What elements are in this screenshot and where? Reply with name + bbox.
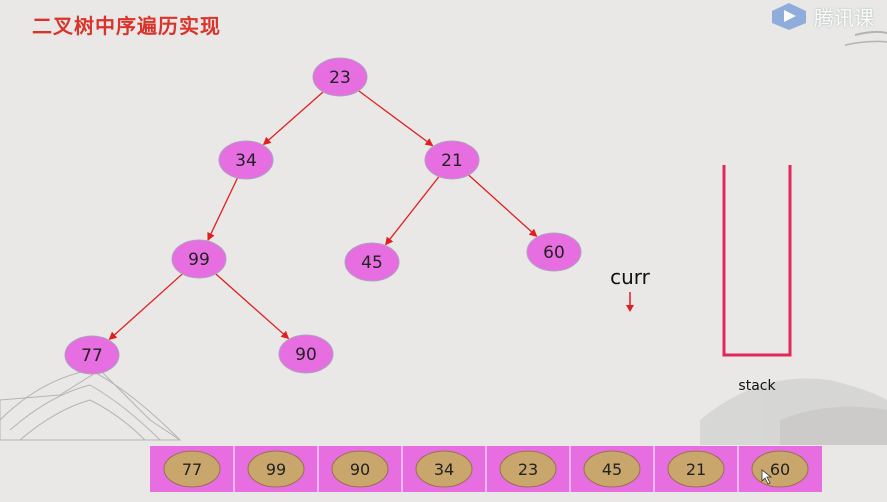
tree-node-shape xyxy=(278,334,334,374)
watermark-text: 腾讯课 xyxy=(814,5,874,30)
result-cell-77: 77 xyxy=(163,450,221,488)
result-cell-value: 23 xyxy=(518,460,538,479)
result-cell-oval xyxy=(247,450,305,488)
tree-node-23: 23 xyxy=(312,57,368,97)
result-cell-21: 21 xyxy=(653,446,725,492)
tree-edge-23-21 xyxy=(358,90,434,147)
tree-node-shape xyxy=(526,232,582,272)
tree-node-label: 45 xyxy=(361,253,383,273)
result-cell-45: 45 xyxy=(569,446,641,492)
result-cell-90: 90 xyxy=(317,446,389,492)
tree-node-21: 21 xyxy=(424,140,480,180)
result-cell-value: 90 xyxy=(350,460,370,479)
result-cell-value: 99 xyxy=(266,460,286,479)
tree-node-shape xyxy=(218,140,274,180)
tree-node-label: 77 xyxy=(81,346,103,366)
play-logo-icon xyxy=(772,3,806,30)
result-cell-value: 21 xyxy=(686,460,706,479)
tree-node-shape xyxy=(312,57,368,97)
tree-node-label: 21 xyxy=(441,151,463,171)
page-title: 二叉树中序遍历实现 xyxy=(32,14,221,38)
result-cell-99: 99 xyxy=(233,446,305,492)
tree-edge-21-60 xyxy=(468,174,538,238)
tree-edge-99-90 xyxy=(215,273,290,340)
curr-label: curr xyxy=(610,265,651,289)
tree-node-60: 60 xyxy=(526,232,582,272)
tree-edge-99-77 xyxy=(108,273,183,341)
result-cell-oval xyxy=(163,450,221,488)
result-cell-value: 60 xyxy=(770,460,790,479)
tree-node-shape xyxy=(424,140,480,180)
background-mountains xyxy=(0,30,887,445)
tree-nodes: 23 34 21 99 45 60 77 90 xyxy=(64,57,582,375)
tree-node-label: 90 xyxy=(295,345,317,365)
result-cell-oval xyxy=(499,450,557,488)
tree-node-shape xyxy=(171,239,227,279)
tree-node-99: 99 xyxy=(171,239,227,279)
tree-edges xyxy=(108,90,538,341)
traversal-result-bar: 77 99 90 34 23 45 21 60 xyxy=(150,446,822,492)
tree-node-shape xyxy=(64,335,120,375)
tree-node-label: 99 xyxy=(188,250,210,270)
tree-node-90: 90 xyxy=(278,334,334,374)
result-cell-oval xyxy=(415,450,473,488)
tree-node-45: 45 xyxy=(344,242,400,282)
result-cell-23: 23 xyxy=(485,446,557,492)
curr-arrow-icon xyxy=(626,292,634,312)
result-cell-oval xyxy=(331,450,389,488)
tree-node-label: 60 xyxy=(543,243,565,263)
watermark: 腾讯课 xyxy=(770,0,874,32)
tree-edge-23-34 xyxy=(262,91,324,146)
tree-edge-34-99 xyxy=(207,177,239,241)
result-cell-34: 34 xyxy=(401,446,473,492)
tree-node-label: 23 xyxy=(329,68,351,88)
tree-node-77: 77 xyxy=(64,335,120,375)
tree-node-34: 34 xyxy=(218,140,274,180)
result-cell-oval xyxy=(667,450,725,488)
tree-edge-21-45 xyxy=(385,176,440,246)
result-cell-value: 34 xyxy=(434,460,454,479)
result-cell-value: 77 xyxy=(182,460,202,479)
result-cell-oval xyxy=(583,450,641,488)
stack-label: stack xyxy=(738,378,776,394)
result-cell-value: 45 xyxy=(602,460,622,479)
mouse-cursor-icon xyxy=(761,469,773,485)
tree-node-shape xyxy=(344,242,400,282)
stack-container xyxy=(722,165,792,357)
tree-node-label: 34 xyxy=(235,151,257,171)
